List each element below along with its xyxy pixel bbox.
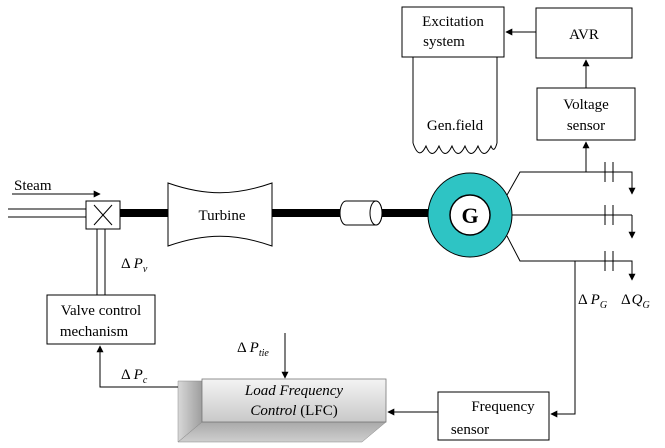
gen-field-block: Gen.field xyxy=(412,57,498,154)
lfc-block: Load Frequency Control (LFC) xyxy=(177,378,387,443)
frequency-sensor-block: Frequency sensor xyxy=(437,391,550,441)
shaft-turbine-coupling xyxy=(270,209,340,217)
bus-to-frequency-arrow xyxy=(550,261,576,418)
frequency-label-1: Frequency xyxy=(471,399,535,415)
turbine-block: Turbine xyxy=(167,182,273,247)
voltage-sensor-block: Voltage sensor xyxy=(536,87,636,141)
output-lines xyxy=(506,162,633,277)
generator-label: G xyxy=(461,203,478,228)
lfc-label-2: Control (LFC) xyxy=(250,403,337,419)
delta-qg-label: ΔQG xyxy=(621,292,650,311)
valve xyxy=(85,200,121,230)
valve-control-block: Valve control mechanism xyxy=(46,294,156,345)
lfc-label-1: Load Frequency xyxy=(244,383,344,399)
excitation-label-1: Excitation xyxy=(422,14,484,30)
generator: G xyxy=(427,172,513,258)
shaft-valve-turbine xyxy=(120,209,175,217)
valve-stem xyxy=(96,228,106,296)
shaft-coupling xyxy=(339,200,383,226)
frequency-label-2: sensor xyxy=(451,422,489,438)
field-coil xyxy=(412,142,498,154)
avr-label: AVR xyxy=(569,27,599,43)
avr-block: AVR xyxy=(535,7,633,59)
excitation-label-2: system xyxy=(423,34,465,50)
gen-field-label: Gen.field xyxy=(427,118,484,134)
shaft-coupling-generator xyxy=(380,209,432,217)
lfc-to-valve-arrow xyxy=(96,345,178,388)
excitation-system-block: Excitation system xyxy=(401,6,505,58)
steam-label: Steam xyxy=(14,178,52,194)
turbine-label: Turbine xyxy=(199,208,246,224)
voltage-label-1: Voltage xyxy=(563,97,609,113)
voltage-label-2: sensor xyxy=(567,118,605,134)
valve-label-1: Valve control xyxy=(61,303,141,319)
valve-label-2: mechanism xyxy=(60,324,129,340)
